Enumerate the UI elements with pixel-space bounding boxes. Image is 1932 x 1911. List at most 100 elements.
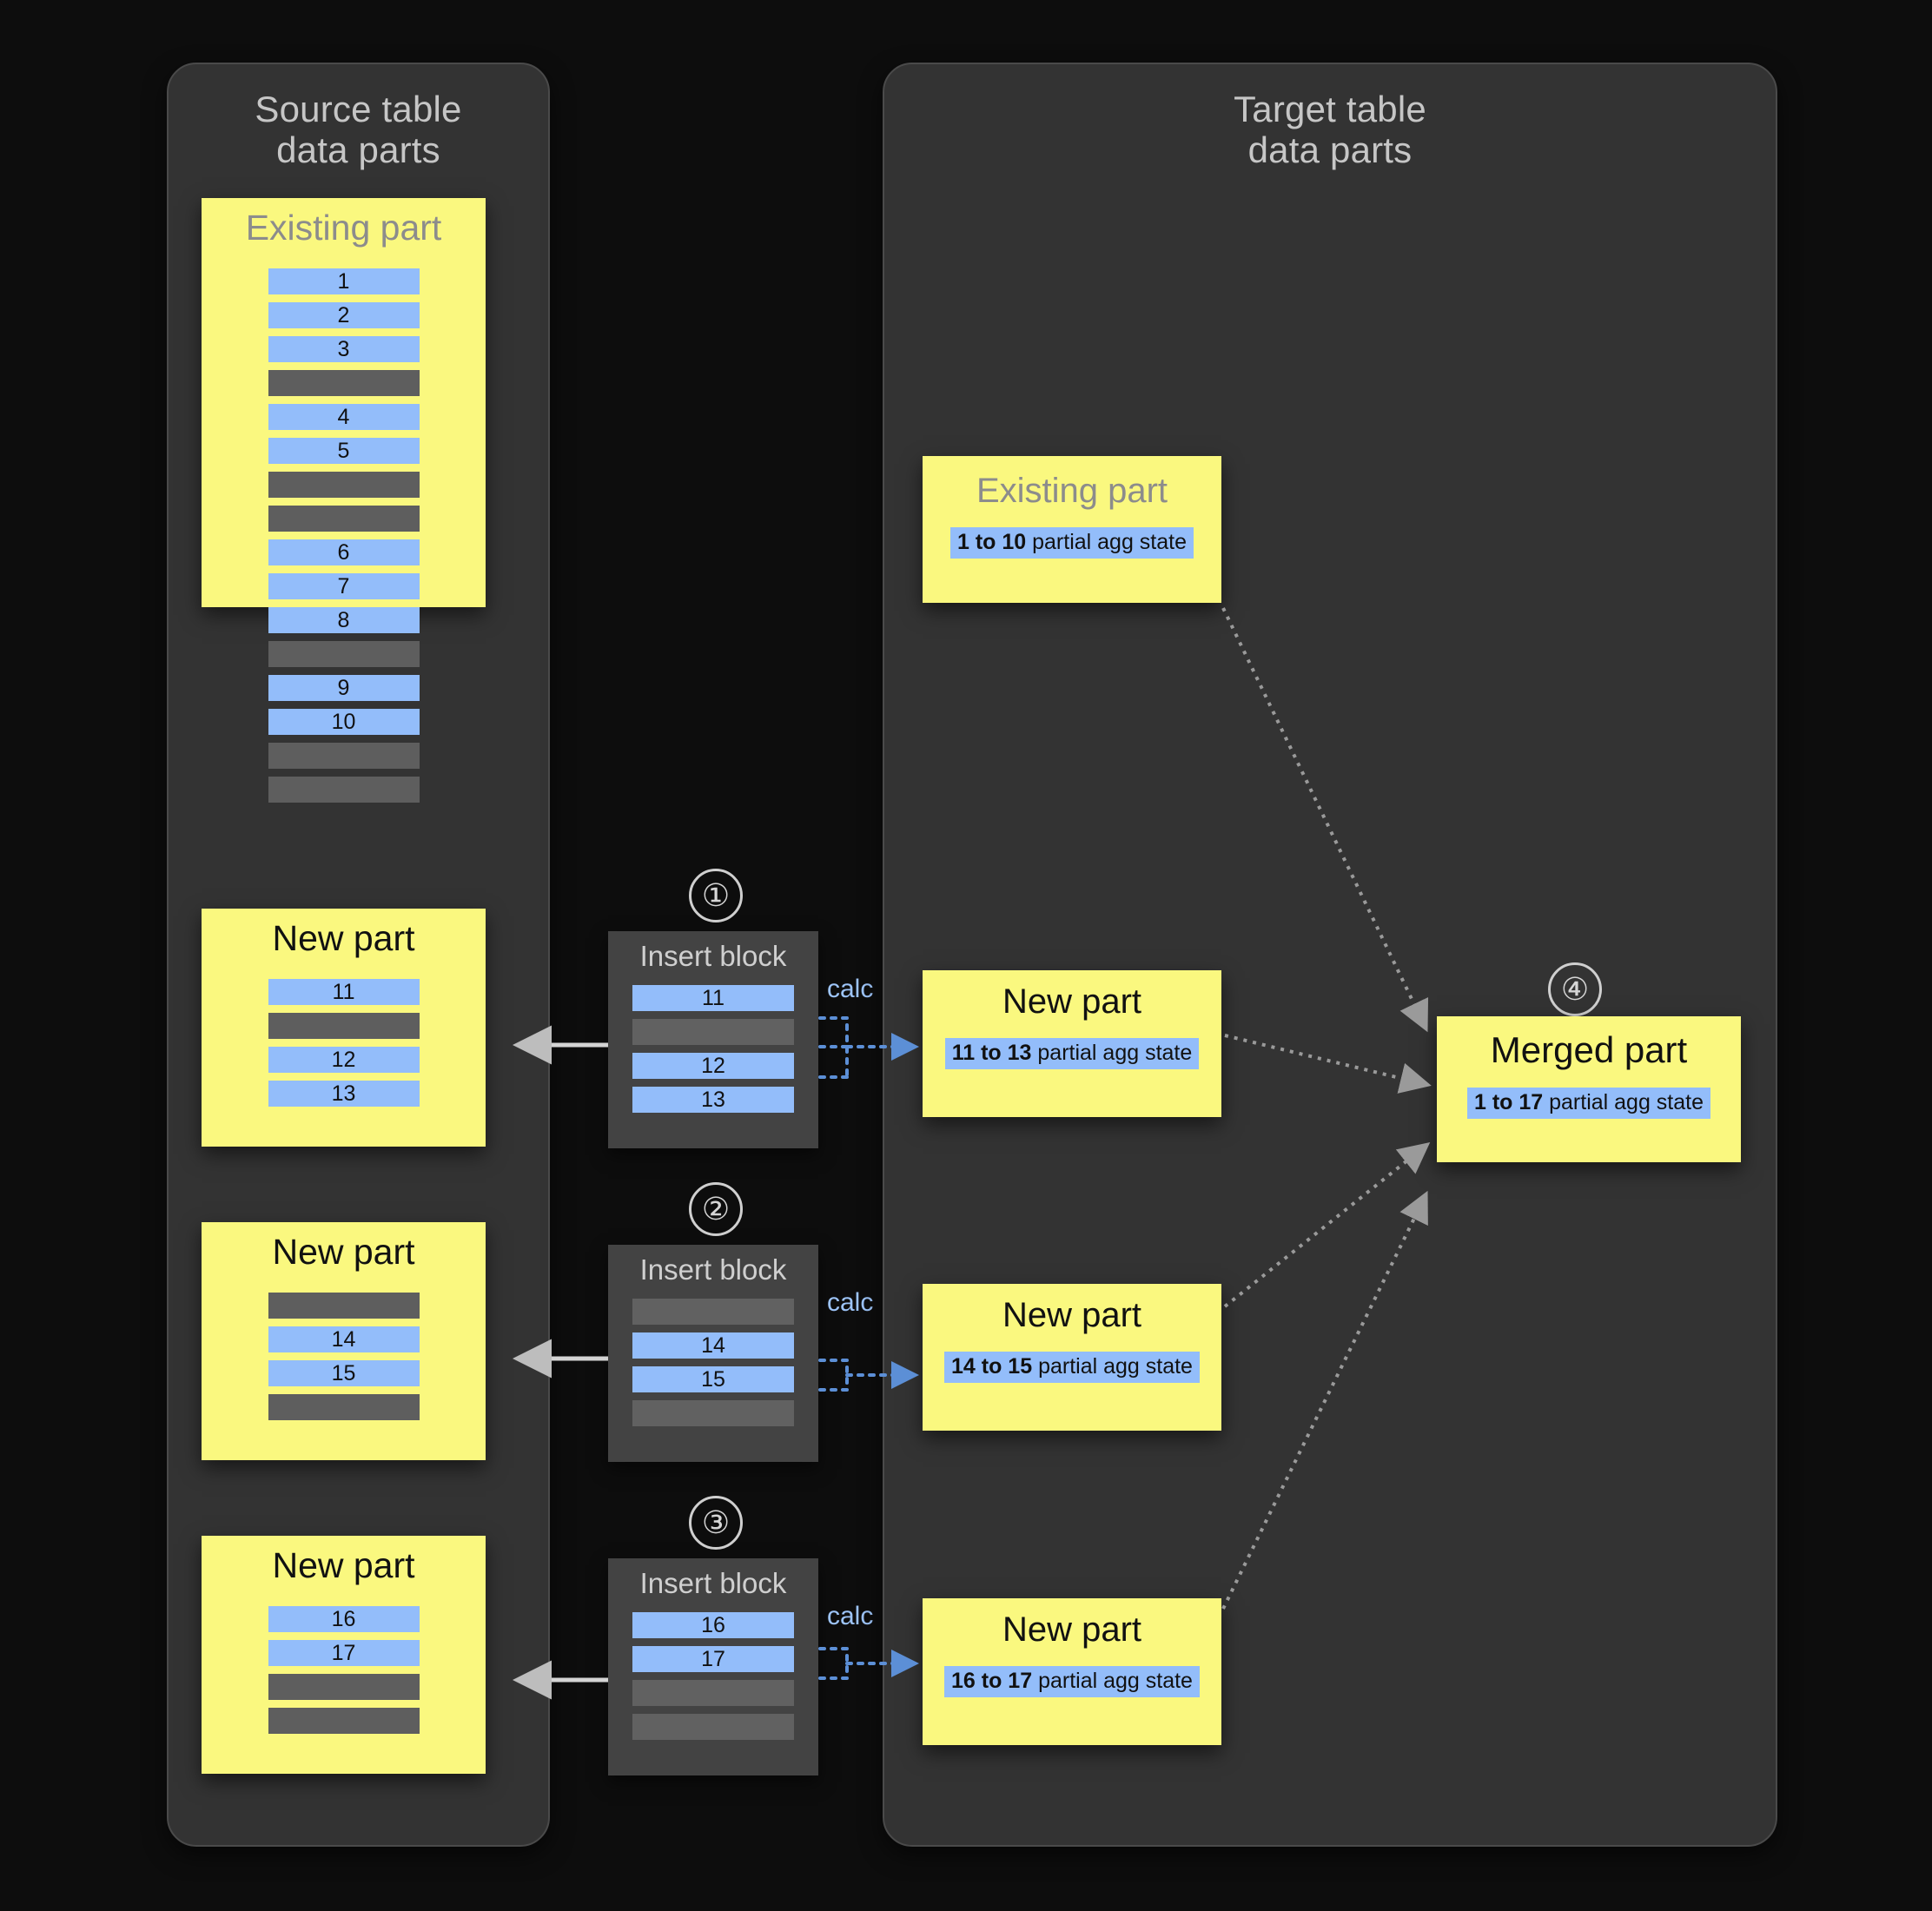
data-row: 13	[268, 1081, 420, 1107]
placeholder-row	[268, 1708, 420, 1734]
data-row: 12	[268, 1047, 420, 1073]
state-range: 11 to 13	[951, 1041, 1032, 1065]
step-number-2: ②	[689, 1182, 743, 1236]
data-row: 17	[268, 1640, 420, 1666]
state-range: 14 to 15	[951, 1354, 1033, 1379]
data-row: 14	[268, 1326, 420, 1352]
placeholder-row	[268, 472, 420, 498]
data-row: 13	[632, 1087, 794, 1113]
data-row: 16	[268, 1606, 420, 1632]
placeholder-row	[268, 743, 420, 769]
data-row: 9	[268, 675, 420, 701]
target-new-part-3-state-wrap: 16 to 17 partial agg state	[923, 1647, 1221, 1697]
calc-label-2: calc	[827, 1288, 874, 1317]
data-row: 7	[268, 573, 420, 599]
target-table-panel: Target table data parts	[883, 63, 1777, 1847]
placeholder-row	[268, 370, 420, 396]
placeholder-row	[632, 1019, 794, 1045]
state-suffix: partial agg state	[1032, 1354, 1193, 1379]
step-number-1: ①	[689, 869, 743, 922]
data-row: 8	[268, 607, 420, 633]
data-row: 17	[632, 1646, 794, 1672]
target-merged-part-title: Merged part	[1490, 1029, 1688, 1070]
source-new-part-3-title: New part	[272, 1545, 415, 1585]
data-row: 5	[268, 438, 420, 464]
insert-block-2-title: Insert block	[639, 1253, 787, 1286]
placeholder-row	[632, 1299, 794, 1325]
data-row: 2	[268, 302, 420, 328]
step-number-3: ③	[689, 1496, 743, 1550]
target-new-part-3-title: New part	[1002, 1610, 1142, 1649]
data-row: 11	[268, 979, 420, 1005]
state-suffix: partial agg state	[1543, 1090, 1704, 1114]
placeholder-row	[632, 1400, 794, 1426]
data-row: 16	[632, 1612, 794, 1638]
placeholder-row	[268, 1013, 420, 1039]
placeholder-row	[268, 506, 420, 532]
source-panel-title: Source table data parts	[255, 89, 462, 171]
state-suffix: partial agg state	[1032, 1669, 1193, 1693]
state-range: 1 to 17	[1473, 1090, 1544, 1114]
placeholder-row	[632, 1680, 794, 1706]
state-range: 16 to 17	[951, 1669, 1033, 1693]
state-suffix: partial agg state	[1026, 530, 1188, 554]
target-merged-part-state: 1 to 17 partial agg state	[1466, 1088, 1711, 1119]
step-number-4: ④	[1548, 962, 1602, 1016]
state-range: 1 to 10	[956, 530, 1027, 554]
source-existing-part-title: Existing part	[245, 208, 442, 248]
source-new-part-1-title: New part	[272, 918, 415, 958]
target-existing-part-title: Existing part	[976, 472, 1168, 510]
data-row: 14	[632, 1332, 794, 1359]
placeholder-row	[268, 777, 420, 803]
source-existing-part-rows: 1 2 3 4 5 6 7 8 9 10	[268, 246, 420, 803]
state-suffix: partial agg state	[1031, 1041, 1193, 1065]
insert-block-1-title: Insert block	[639, 940, 787, 972]
data-row: 12	[632, 1053, 794, 1079]
target-panel-title: Target table data parts	[1234, 89, 1426, 171]
source-new-part-1-rows: 11 12 13	[268, 956, 420, 1107]
target-new-part-1-state: 11 to 13 partial agg state	[944, 1038, 1200, 1069]
data-row: 15	[268, 1360, 420, 1386]
target-new-part-2-state-wrap: 14 to 15 partial agg state	[923, 1332, 1221, 1383]
data-row: 15	[632, 1366, 794, 1392]
target-existing-part-state: 1 to 10 partial agg state	[949, 527, 1194, 559]
source-existing-part: Existing part 1 2 3 4 5 6 7 8 9 10	[202, 198, 486, 803]
data-row: 4	[268, 404, 420, 430]
target-new-part-1: New part 11 to 13 partial agg state	[923, 970, 1221, 1117]
target-merged-part: Merged part 1 to 17 partial agg state	[1437, 1016, 1741, 1162]
placeholder-row	[268, 1674, 420, 1700]
target-new-part-1-state-wrap: 11 to 13 partial agg state	[923, 1019, 1221, 1069]
data-row: 1	[268, 268, 420, 294]
insert-block-3-title: Insert block	[639, 1567, 787, 1599]
target-new-part-2-title: New part	[1002, 1296, 1142, 1334]
target-new-part-2-state: 14 to 15 partial agg state	[944, 1352, 1200, 1383]
placeholder-row	[268, 1293, 420, 1319]
data-row: 3	[268, 336, 420, 362]
target-merged-part-state-wrap: 1 to 17 partial agg state	[1437, 1068, 1741, 1119]
target-existing-part: Existing part 1 to 10 partial agg state	[923, 456, 1221, 603]
placeholder-row	[632, 1714, 794, 1740]
data-row: 11	[632, 985, 794, 1011]
target-existing-part-state-wrap: 1 to 10 partial agg state	[923, 508, 1221, 559]
placeholder-row	[268, 1394, 420, 1420]
target-new-part-1-title: New part	[1002, 982, 1142, 1021]
placeholder-row	[268, 641, 420, 667]
insert-block-1-rows: 11 12 13	[632, 973, 794, 1113]
calc-label-1: calc	[827, 975, 874, 1003]
insert-block-1: Insert block 11 12 13	[608, 931, 818, 1148]
calc-label-3: calc	[827, 1602, 874, 1630]
data-row: 10	[268, 709, 420, 735]
target-new-part-3: New part 16 to 17 partial agg state	[923, 1598, 1221, 1745]
source-new-part-1: New part 11 12 13	[202, 909, 486, 1147]
data-row: 6	[268, 539, 420, 565]
target-new-part-3-state: 16 to 17 partial agg state	[944, 1666, 1200, 1697]
